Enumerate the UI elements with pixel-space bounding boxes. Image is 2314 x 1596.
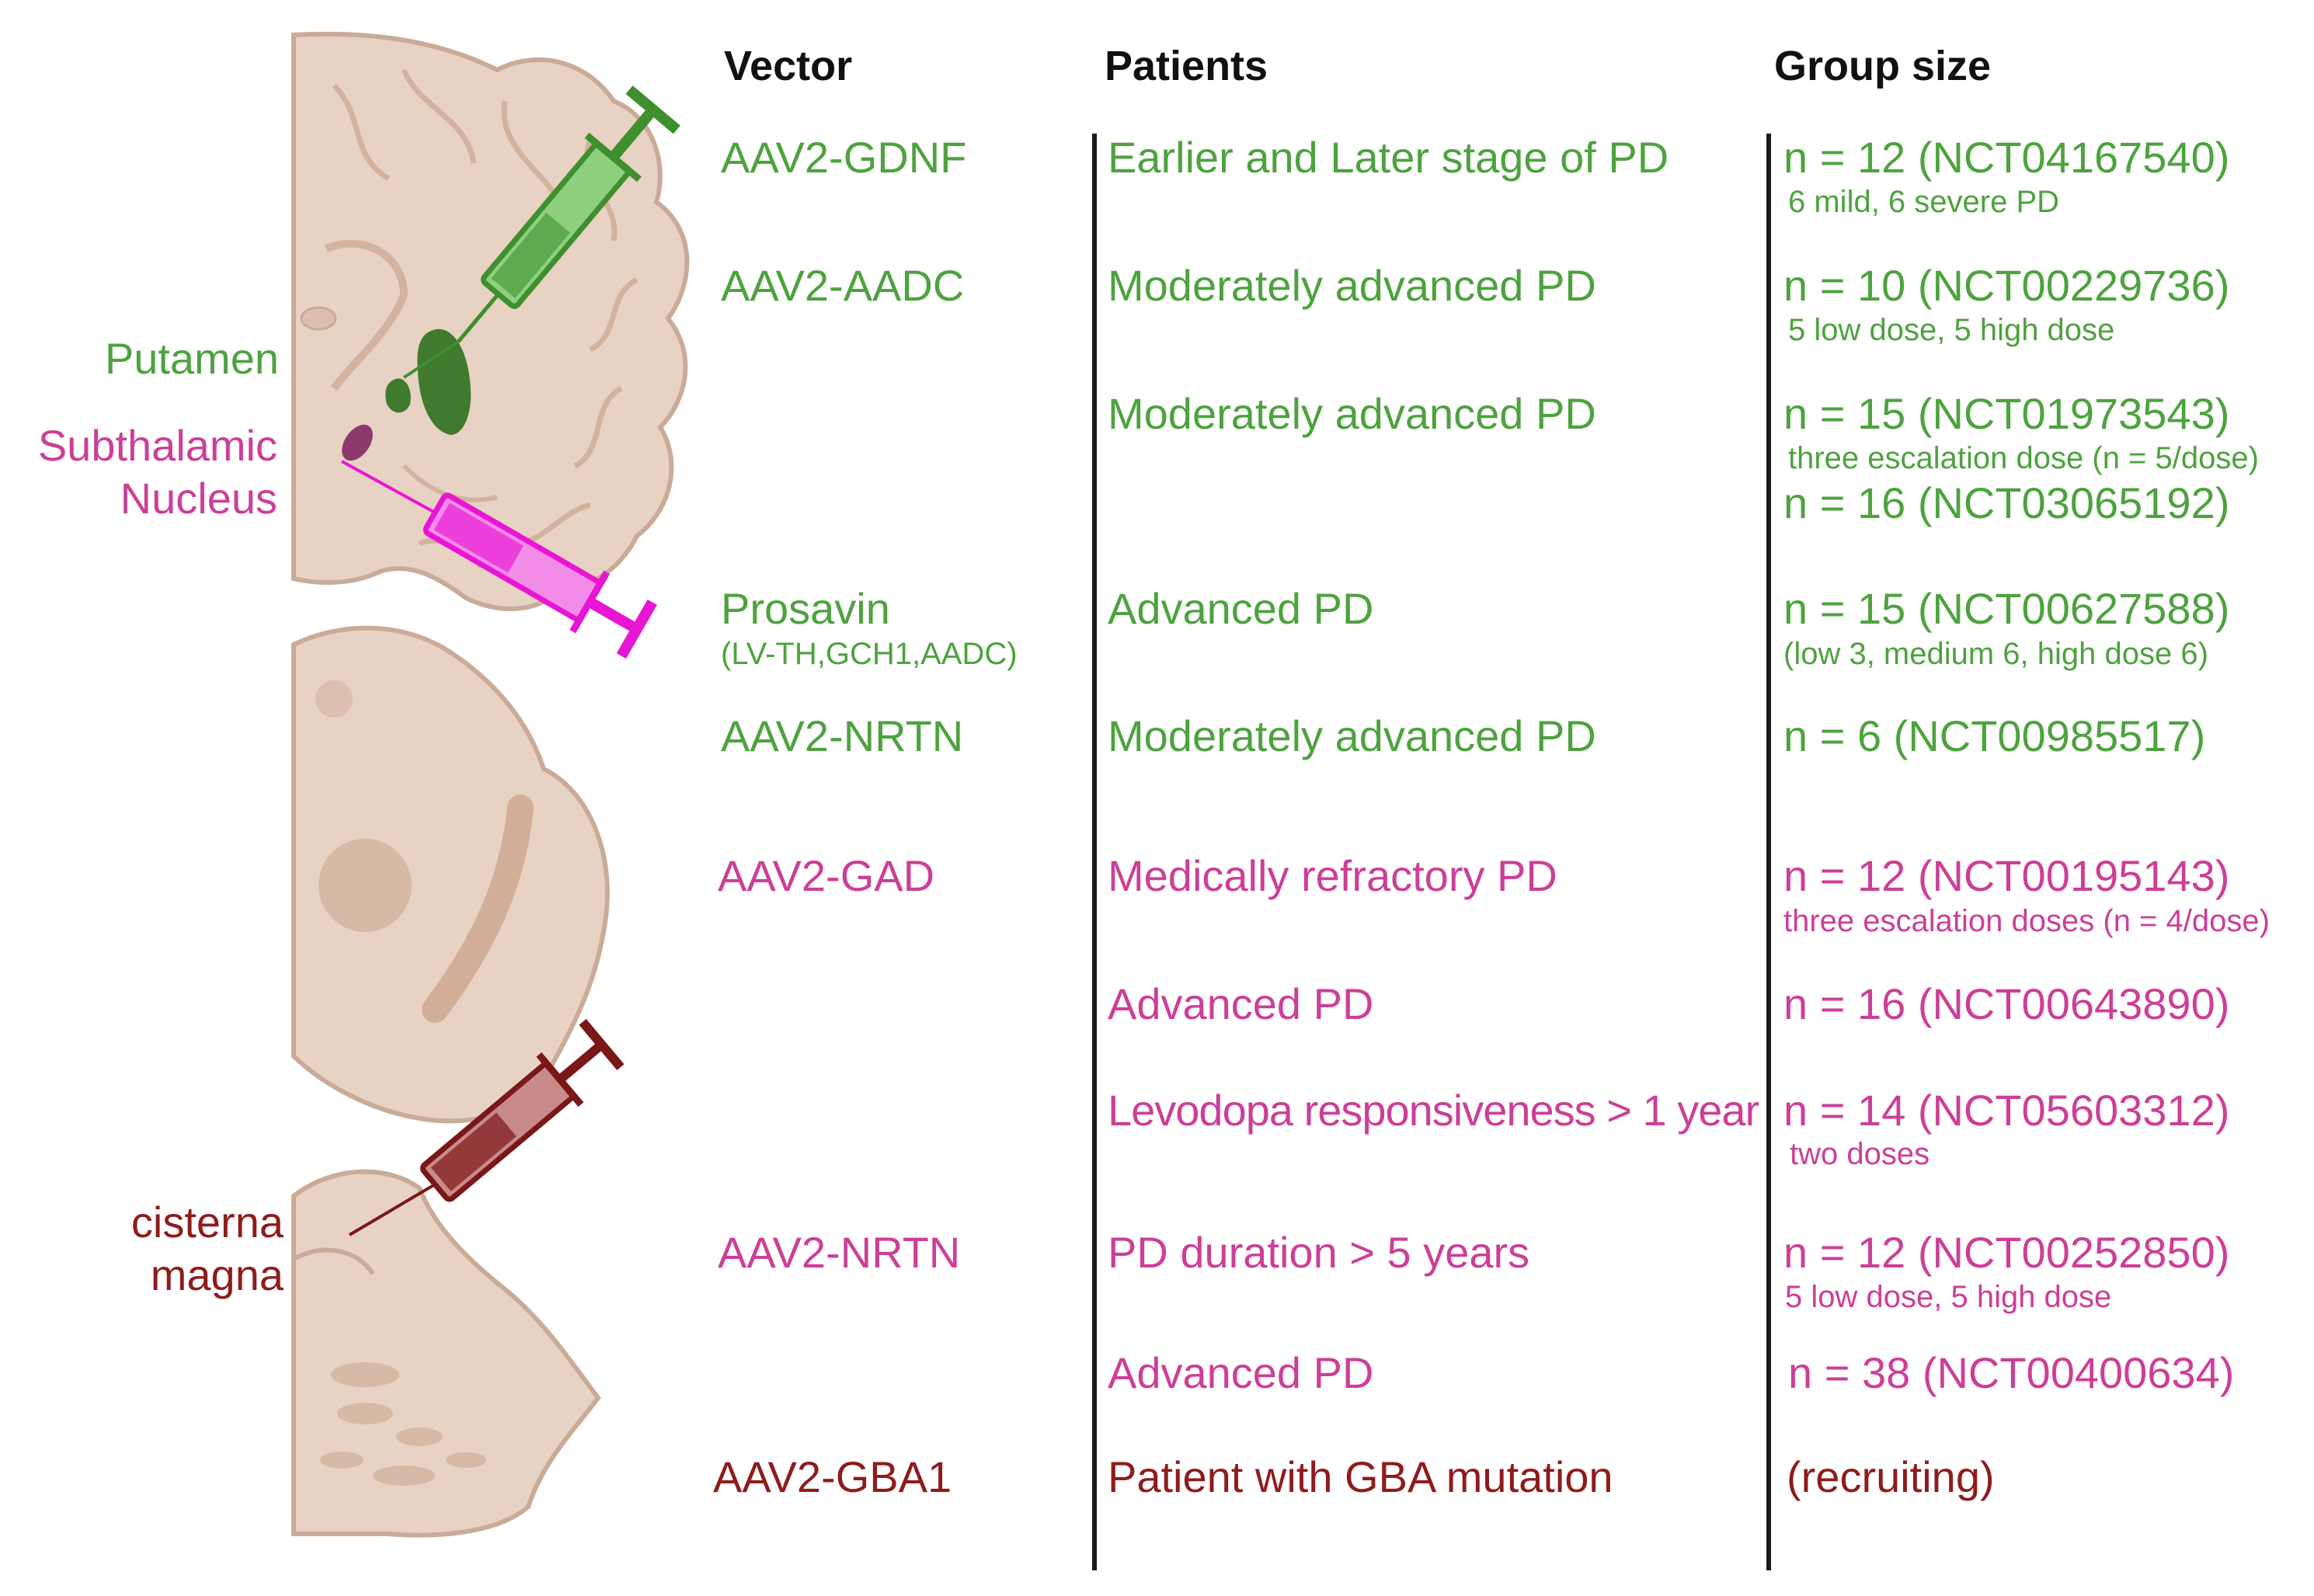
- aqueduct: [315, 680, 353, 718]
- putamen-region-small: [385, 378, 411, 413]
- stn-region: [342, 424, 373, 461]
- divider-vector-patients: [1092, 134, 1097, 1570]
- patients-cell: Levodopa responsiveness > 1 year: [1108, 1086, 1759, 1135]
- ventricle-outline: [325, 239, 409, 391]
- group-cell: n = 12 (NCT00252850): [1783, 1228, 2230, 1277]
- group-cell: n = 12 (NCT04167540): [1783, 133, 2230, 182]
- vector-cell: AAV2-GDNF: [721, 133, 967, 182]
- label-subthalamic-nucleus: Subthalamic Nucleus: [38, 419, 277, 526]
- syringe-magenta-icon: [423, 492, 657, 659]
- patients-cell: Patient with GBA mutation: [1108, 1452, 1613, 1501]
- group-cell: n = 12 (NCT00195143): [1783, 851, 2230, 900]
- header-group-size: Group size: [1774, 43, 1992, 89]
- group-note: 5 low dose, 5 high dose: [1785, 1280, 2112, 1314]
- group-cell: n = 38 (NCT00400634): [1788, 1348, 2235, 1397]
- group-cell: n = 6 (NCT00985517): [1783, 711, 2206, 760]
- group-cell: n = 14 (NCT05603312): [1783, 1086, 2230, 1135]
- patients-cell: PD duration > 5 years: [1108, 1228, 1530, 1277]
- vector-cell: AAV2-NRTN: [718, 1228, 961, 1277]
- hindbrain-section: [291, 1169, 601, 1538]
- ventricle: [300, 306, 337, 331]
- group-note: three escalation dose (n = 5/dose): [1788, 441, 2259, 475]
- medulla-tissue: [291, 1169, 601, 1538]
- patients-cell: Moderately advanced PD: [1108, 389, 1596, 438]
- cisterna-edge: [294, 1247, 375, 1275]
- group-cell: n = 16 (NCT00643890): [1783, 979, 2230, 1028]
- patients-cell: Advanced PD: [1108, 979, 1374, 1028]
- syringe-darkred-icon: [419, 1019, 625, 1202]
- putamen-label-text: Putamen: [104, 334, 279, 383]
- patients-cell: Advanced PD: [1108, 584, 1374, 633]
- midbrain-nucleus: [318, 839, 412, 932]
- divider-patients-group: [1766, 134, 1771, 1570]
- needle-green: [402, 340, 460, 379]
- vector-cell: AAV2-GAD: [718, 851, 935, 900]
- putamen-region: [417, 329, 471, 435]
- label-putamen: Putamen: [105, 332, 279, 385]
- header-vector: Vector: [724, 43, 853, 89]
- tissue-texture: [320, 1362, 486, 1486]
- group-note: two doses: [1790, 1137, 1930, 1171]
- needle-darkred: [348, 1183, 437, 1236]
- group-note: three escalation doses (n = 4/dose): [1783, 904, 2270, 938]
- label-cisterna-magna: cisterna magna: [131, 1196, 284, 1302]
- substantia-nigra: [422, 795, 534, 1023]
- group-cell: (recruiting): [1787, 1452, 1995, 1501]
- header-patients: Patients: [1105, 43, 1268, 89]
- group-cell: n = 10 (NCT00229736): [1783, 261, 2230, 310]
- patients-cell: Medically refractory PD: [1108, 851, 1557, 900]
- group-note: (low 3, medium 6, high dose 6): [1783, 637, 2208, 671]
- stn-label-line1: Subthalamic: [37, 421, 277, 470]
- vector-cell: AAV2-AADC: [721, 261, 965, 310]
- syringe-green-icon: [457, 85, 680, 343]
- group-note: 5 low dose, 5 high dose: [1788, 313, 2115, 347]
- midbrain-tissue: [291, 625, 610, 1124]
- vector-note: (LV-TH,GCH1,AADC): [721, 637, 1018, 671]
- group-cell: n = 15 (NCT00627588): [1783, 584, 2230, 633]
- patients-cell: Earlier and Later stage of PD: [1108, 133, 1669, 182]
- stn-label-line2: Nucleus: [120, 474, 277, 523]
- group-cell: n = 15 (NCT01973543): [1783, 389, 2230, 438]
- vector-cell: AAV2-GBA1: [713, 1452, 952, 1501]
- cisterna-label-line2: magna: [150, 1250, 284, 1300]
- group-note: 6 mild, 6 severe PD: [1788, 185, 2060, 219]
- needle-magenta: [341, 460, 436, 514]
- vector-cell: Prosavin: [721, 584, 890, 633]
- vector-cell: AAV2-NRTN: [721, 711, 964, 760]
- brainstem-section: [291, 625, 610, 1124]
- patients-cell: Advanced PD: [1108, 1348, 1374, 1397]
- patients-cell: Moderately advanced PD: [1108, 711, 1596, 760]
- patients-cell: Moderately advanced PD: [1108, 261, 1596, 310]
- cisterna-label-line1: cisterna: [130, 1198, 284, 1247]
- group-cell: n = 16 (NCT03065192): [1783, 478, 2230, 527]
